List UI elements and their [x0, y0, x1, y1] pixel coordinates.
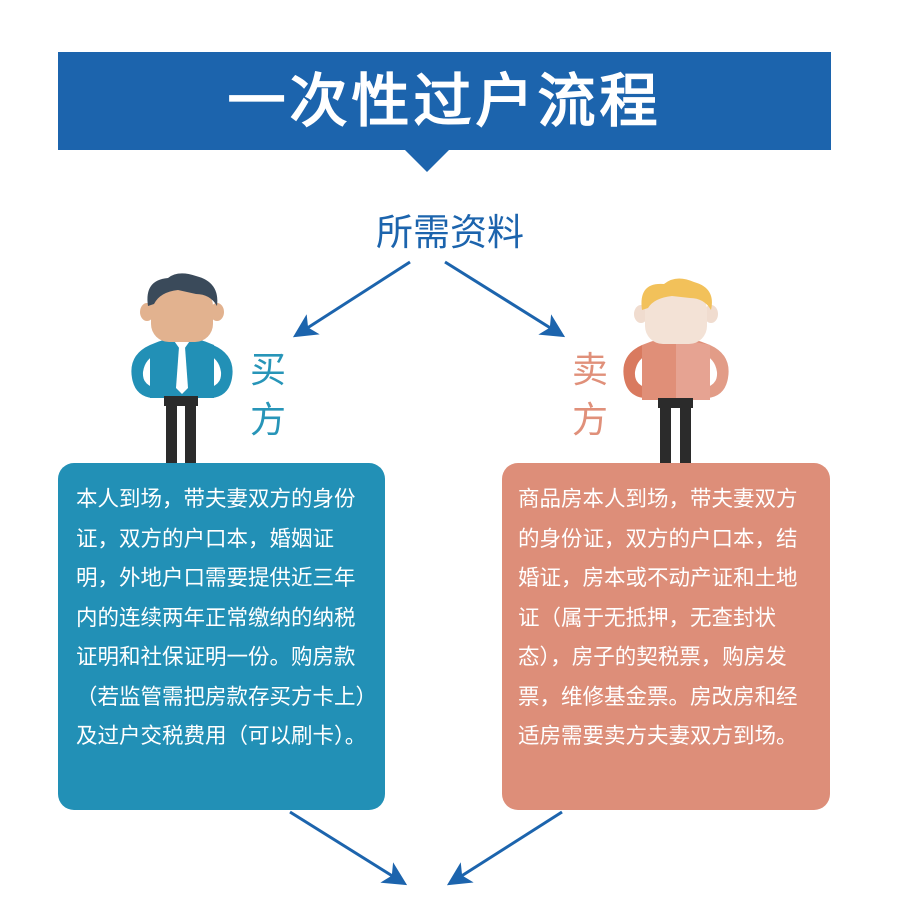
- buyer-requirements-text: 本人到场，带夫妻双方的身份证，双方的户口本，婚姻证明，外地户口需要提供近三年内的…: [76, 487, 367, 749]
- seller-label-line-1: 卖: [571, 350, 608, 391]
- seller-requirements-text: 商品房本人到场，带夫妻双方的身份证，双方的户口本，结婚证，房本或不动产证和土地证…: [518, 487, 798, 749]
- arrow-to-buyer: [292, 260, 411, 338]
- seller-label-line-2: 方: [571, 400, 608, 441]
- arrow-from-buyer-card: [289, 810, 408, 886]
- buyer-label-line-2: 方: [249, 400, 286, 441]
- seller-requirements-card: 商品房本人到场，带夫妻双方的身份证，双方的户口本，结婚证，房本或不动产证和土地证…: [502, 463, 830, 810]
- page-title: 一次性过户流程: [227, 67, 662, 135]
- arrow-from-seller-card: [446, 810, 563, 886]
- required-materials-heading: 所需资料: [376, 211, 524, 254]
- title-banner: [58, 52, 831, 150]
- buyer-label-line-1: 买: [249, 350, 286, 391]
- title-banner-pointer: [403, 148, 451, 172]
- arrow-to-seller: [444, 260, 566, 338]
- buyer-label: 买 方: [243, 346, 293, 446]
- buyer-requirements-card: 本人到场，带夫妻双方的身份证，双方的户口本，婚姻证明，外地户口需要提供近三年内的…: [58, 463, 385, 810]
- seller-label: 卖 方: [565, 346, 615, 446]
